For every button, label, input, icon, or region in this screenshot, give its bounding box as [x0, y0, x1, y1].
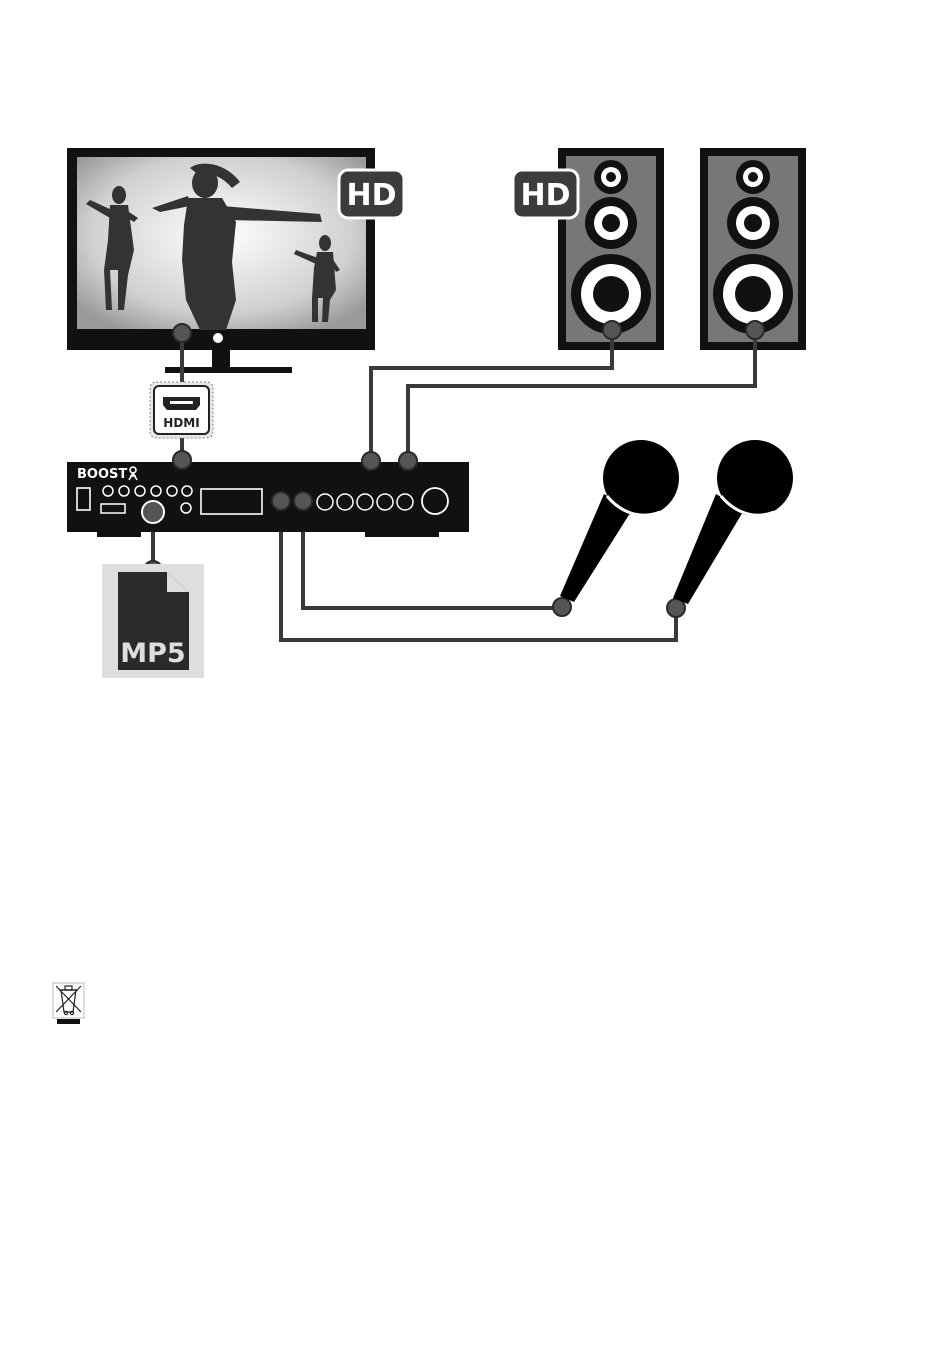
- player-display: [201, 489, 262, 514]
- microphone-right: [673, 440, 793, 604]
- tv-stand-neck: [212, 348, 230, 368]
- mp5-file: MP5: [102, 564, 204, 678]
- tv-hd-badge: HD: [339, 170, 404, 218]
- file-label: MP5: [120, 638, 185, 669]
- microphone-left: [560, 440, 679, 602]
- hdmi-adapter: HDMI: [150, 382, 213, 438]
- hdmi-label: HDMI: [163, 416, 199, 430]
- speakers-hd-badge-label: HD: [520, 178, 570, 213]
- weee-recycling-bin-icon: [53, 983, 84, 1024]
- tv-stand-base: [165, 367, 292, 373]
- tv: HD: [67, 148, 404, 373]
- player-power-switch: [77, 488, 90, 510]
- tv-hd-badge-label: HD: [346, 178, 396, 213]
- karaoke-player: BOOST: [67, 462, 469, 537]
- player-usb-port: [101, 504, 125, 513]
- speakers-hd-badge: HD: [513, 170, 578, 218]
- speaker-right: [700, 148, 806, 350]
- tv-power-led: [213, 333, 223, 343]
- player-brand: BOOST: [77, 467, 127, 482]
